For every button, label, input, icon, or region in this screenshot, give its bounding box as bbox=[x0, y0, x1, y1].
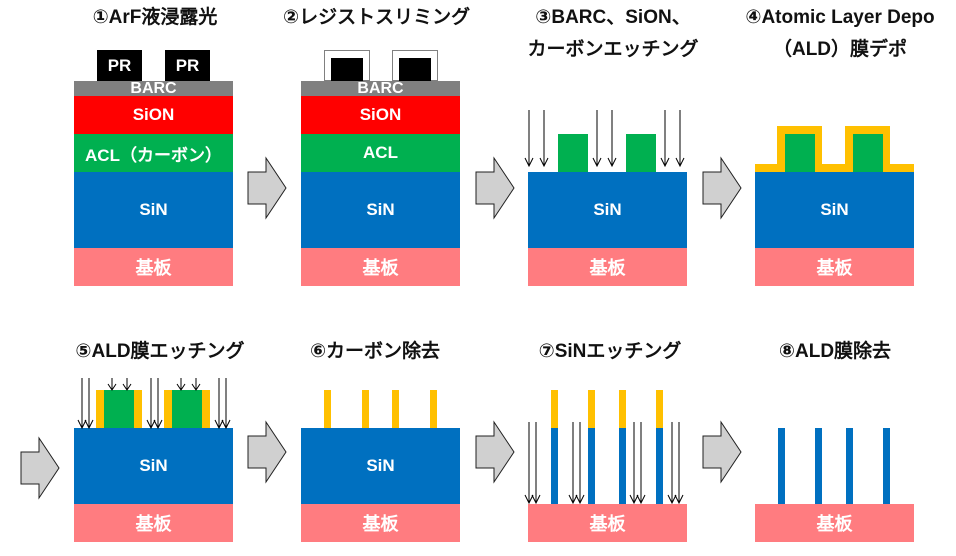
step5-ald-spacer bbox=[96, 390, 104, 428]
step6-title: ⑥カーボン除去 bbox=[309, 341, 441, 362]
step6-ald-spacer bbox=[392, 390, 399, 428]
step3-title-line1: ③BARC、SiON、 bbox=[535, 7, 691, 28]
step4-ald-film bbox=[755, 126, 914, 172]
step7-title: ⑦SiNエッチング bbox=[538, 341, 682, 362]
step5-ald-spacer bbox=[164, 390, 172, 428]
step5-etch-arrows bbox=[77, 378, 231, 430]
etch-arrow bbox=[667, 422, 677, 505]
etch-arrow bbox=[539, 110, 549, 168]
step2-title: ②レジストスリミング bbox=[283, 7, 471, 28]
step2-substrate-layer: 基板 bbox=[301, 248, 460, 286]
flow-arrow-1-2 bbox=[247, 156, 287, 220]
etch-arrow bbox=[176, 378, 186, 391]
step3-substrate-layer: 基板 bbox=[528, 248, 687, 286]
step5-ald-spacer bbox=[134, 390, 142, 428]
etch-arrow bbox=[636, 422, 646, 505]
etch-arrow bbox=[107, 378, 117, 391]
step2-acl-layer: ACL bbox=[301, 134, 460, 172]
step4-title-line1: ④Atomic Layer Depo bbox=[745, 7, 935, 28]
step7-ald-cap bbox=[588, 390, 595, 428]
etch-arrow bbox=[524, 422, 534, 505]
step3-title-line2: カーボンエッチング bbox=[527, 39, 699, 60]
step3-sin-layer: SiN bbox=[528, 172, 687, 248]
step1-acl-layer: ACL（カーボン） bbox=[74, 134, 233, 172]
step5-sin-layer: SiN bbox=[74, 428, 233, 504]
step5-title: ⑤ALD膜エッチング bbox=[75, 341, 245, 362]
step2-sion-layer: SiON bbox=[301, 96, 460, 134]
step7-ald-cap bbox=[656, 390, 663, 428]
step7-sin-line bbox=[588, 428, 595, 504]
step2-barc-layer: BARC bbox=[301, 80, 460, 97]
etch-arrow bbox=[629, 422, 639, 505]
step5-substrate-layer: 基板 bbox=[74, 504, 233, 542]
step5-acl-pillar-left bbox=[104, 390, 134, 428]
step8-sin-line bbox=[883, 428, 890, 504]
step1-sion-layer: SiON bbox=[74, 96, 233, 134]
etch-arrow bbox=[592, 110, 602, 168]
etch-arrow bbox=[214, 378, 224, 430]
etch-arrow bbox=[660, 110, 670, 168]
step3-acl-pillar-left bbox=[558, 134, 588, 172]
step4-substrate-layer: 基板 bbox=[755, 248, 914, 286]
etch-arrow bbox=[524, 110, 534, 168]
step7-sin-line bbox=[656, 428, 663, 504]
step1-sin-layer: SiN bbox=[74, 172, 233, 248]
step3-etch-arrows bbox=[524, 110, 685, 168]
step4-acl-pillar-right bbox=[853, 134, 883, 172]
step8-substrate-layer: 基板 bbox=[755, 504, 914, 542]
step7-substrate-layer: 基板 bbox=[528, 504, 687, 542]
step7-etch-arrows bbox=[524, 422, 684, 505]
etch-arrow bbox=[122, 378, 132, 391]
step1-pr-left: PR bbox=[97, 50, 142, 81]
step6-substrate-layer: 基板 bbox=[301, 504, 460, 542]
step1-pr-right: PR bbox=[165, 50, 210, 81]
flow-arrow-3-4 bbox=[702, 156, 742, 220]
step8-sin-line bbox=[815, 428, 822, 504]
step6-sin-layer: SiN bbox=[301, 428, 460, 504]
etch-arrow bbox=[221, 378, 231, 430]
step7-ald-cap bbox=[619, 390, 626, 428]
step1-barc-layer: BARC bbox=[74, 80, 233, 97]
step2-resist-right bbox=[399, 58, 431, 81]
etch-arrow bbox=[575, 422, 585, 505]
step4-sin-layer: SiN bbox=[755, 172, 914, 248]
step8-sin-line bbox=[846, 428, 853, 504]
etch-arrow bbox=[674, 422, 684, 505]
flow-arrow-7-8 bbox=[702, 420, 742, 484]
step2-sin-layer: SiN bbox=[301, 172, 460, 248]
etch-arrow bbox=[531, 422, 541, 505]
step4-acl-pillar-left bbox=[785, 134, 815, 172]
etch-arrow bbox=[77, 378, 87, 430]
step1-title: ①ArF液浸露光 bbox=[92, 7, 218, 28]
flow-arrow-5-6 bbox=[247, 420, 287, 484]
etch-arrow bbox=[84, 378, 94, 430]
step5-acl-pillar-right bbox=[172, 390, 202, 428]
step5-pillars bbox=[96, 390, 210, 428]
etch-arrow bbox=[568, 422, 578, 505]
step7-sin-line bbox=[551, 428, 558, 504]
etch-arrow bbox=[607, 110, 617, 168]
flow-arrow-4-5 bbox=[20, 436, 60, 500]
flow-arrow-6-7 bbox=[475, 420, 515, 484]
step8-sin-line bbox=[778, 428, 785, 504]
step2-resist-left bbox=[331, 58, 363, 81]
step6-ald-spacer bbox=[324, 390, 331, 428]
step4-title-line2: （ALD）膜デポ bbox=[772, 39, 908, 60]
etch-arrow bbox=[153, 378, 163, 430]
etch-arrow bbox=[191, 378, 201, 391]
flow-arrow-2-3 bbox=[475, 156, 515, 220]
etch-arrow bbox=[675, 110, 685, 168]
step6-ald-spacer bbox=[362, 390, 369, 428]
step7-sin-line bbox=[619, 428, 626, 504]
step5-ald-spacer bbox=[202, 390, 210, 428]
step7-ald-cap bbox=[551, 390, 558, 428]
step6-ald-spacer bbox=[430, 390, 437, 428]
step8-title: ⑧ALD膜除去 bbox=[778, 341, 892, 362]
step3-acl-pillar-right bbox=[626, 134, 656, 172]
step1-substrate-layer: 基板 bbox=[74, 248, 233, 286]
etch-arrow bbox=[146, 378, 156, 430]
